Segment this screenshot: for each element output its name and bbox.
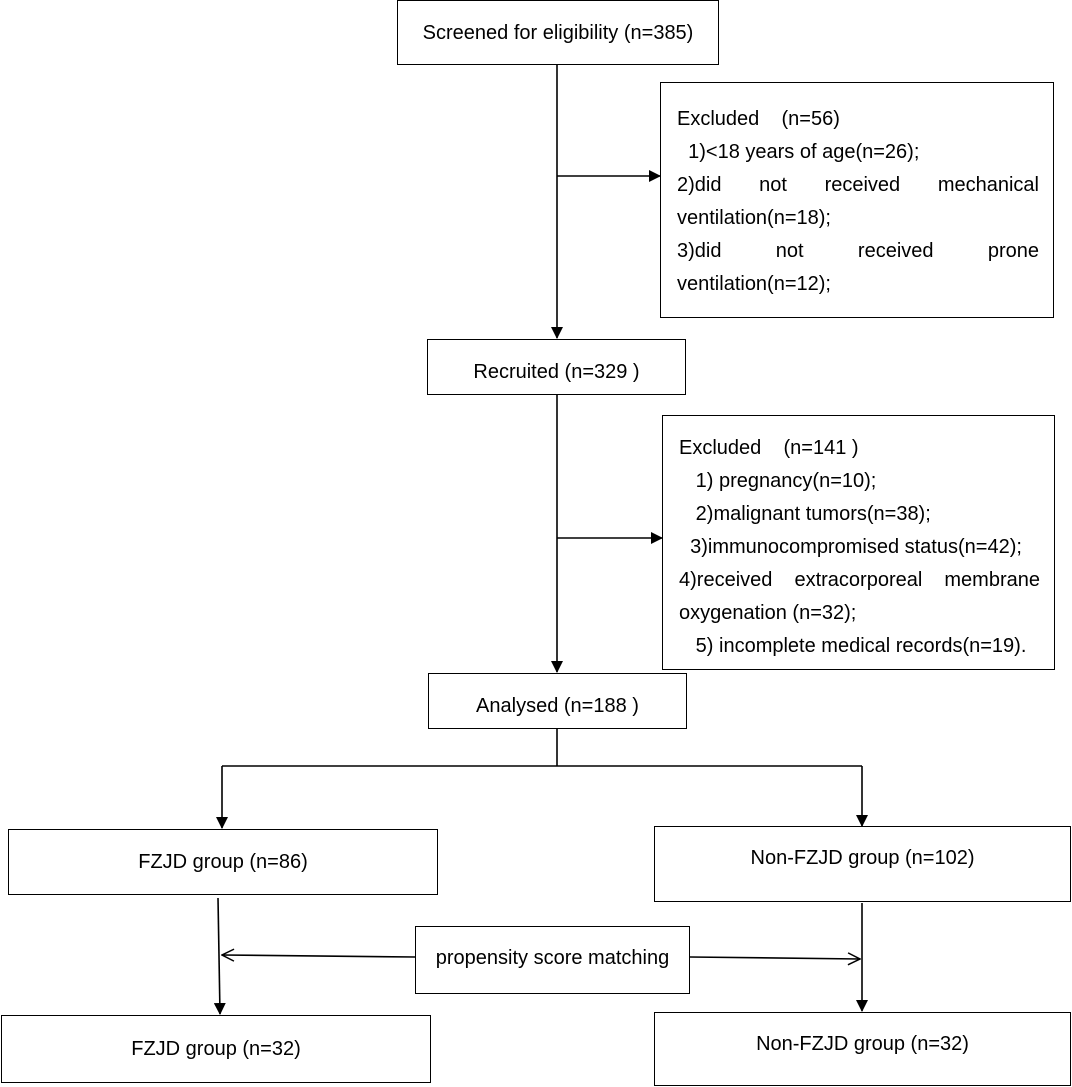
- excluded-box-2: Excluded (n=141 ) 1) pregnancy(n=10); 2)…: [662, 415, 1055, 670]
- recruited-label: Recruited (n=329 ): [473, 361, 640, 383]
- analysed-box: Analysed (n=188 ): [428, 673, 687, 729]
- excluded-2-item: 2)malignant tumors(n=38);: [679, 503, 931, 525]
- screened-label: Screened for eligibility (n=385): [422, 21, 694, 44]
- non-fzjd-matched-box: Non-FZJD group (n=32): [654, 1012, 1071, 1086]
- excluded-2-title: Excluded (n=141 ): [679, 437, 859, 459]
- recruited-box: Recruited (n=329 ): [427, 339, 686, 395]
- analysed-label: Analysed (n=188 ): [476, 695, 639, 717]
- fzjd-group-label: FZJD group (n=86): [138, 851, 308, 873]
- non-fzjd-matched-label: Non-FZJD group (n=32): [756, 1033, 969, 1055]
- fzjd-matched-box: FZJD group (n=32): [1, 1015, 431, 1083]
- excluded-2-item: 4)received extracorporeal membrane: [679, 569, 1040, 591]
- excluded-2-item: 3)immunocompromised status(n=42);: [679, 536, 1022, 558]
- non-fzjd-group-box: Non-FZJD group (n=102): [654, 826, 1071, 902]
- arrow-psm-right: [689, 957, 860, 959]
- excluded-2-item: 1) pregnancy(n=10);: [679, 470, 877, 492]
- non-fzjd-group-label: Non-FZJD group (n=102): [750, 847, 975, 869]
- fzjd-group-box: FZJD group (n=86): [8, 829, 438, 895]
- excluded-2-item: oxygenation (n=32);: [679, 602, 857, 624]
- excluded-box-1: Excluded (n=56) 1)<18 years of age(n=26)…: [660, 82, 1054, 318]
- excluded-1-item: 2)did not received mechanical: [677, 174, 1039, 196]
- fzjd-matched-label: FZJD group (n=32): [131, 1038, 301, 1060]
- excluded-2-item: 5) incomplete medical records(n=19).: [679, 635, 1027, 657]
- excluded-1-item: ventilation(n=12);: [677, 273, 831, 295]
- excluded-1-item: ventilation(n=18);: [677, 207, 831, 229]
- excluded-1-item: 1)<18 years of age(n=26);: [677, 141, 920, 163]
- arrow-psm-left: [222, 955, 416, 957]
- screened-box: Screened for eligibility (n=385): [397, 0, 719, 65]
- psm-box: propensity score matching: [415, 926, 690, 994]
- excluded-1-title: Excluded (n=56): [677, 108, 840, 130]
- excluded-1-item: 3)did not received prone: [677, 240, 1039, 262]
- psm-label: propensity score matching: [435, 947, 670, 969]
- arrow-fzjd-to-matched: [213, 897, 226, 1015]
